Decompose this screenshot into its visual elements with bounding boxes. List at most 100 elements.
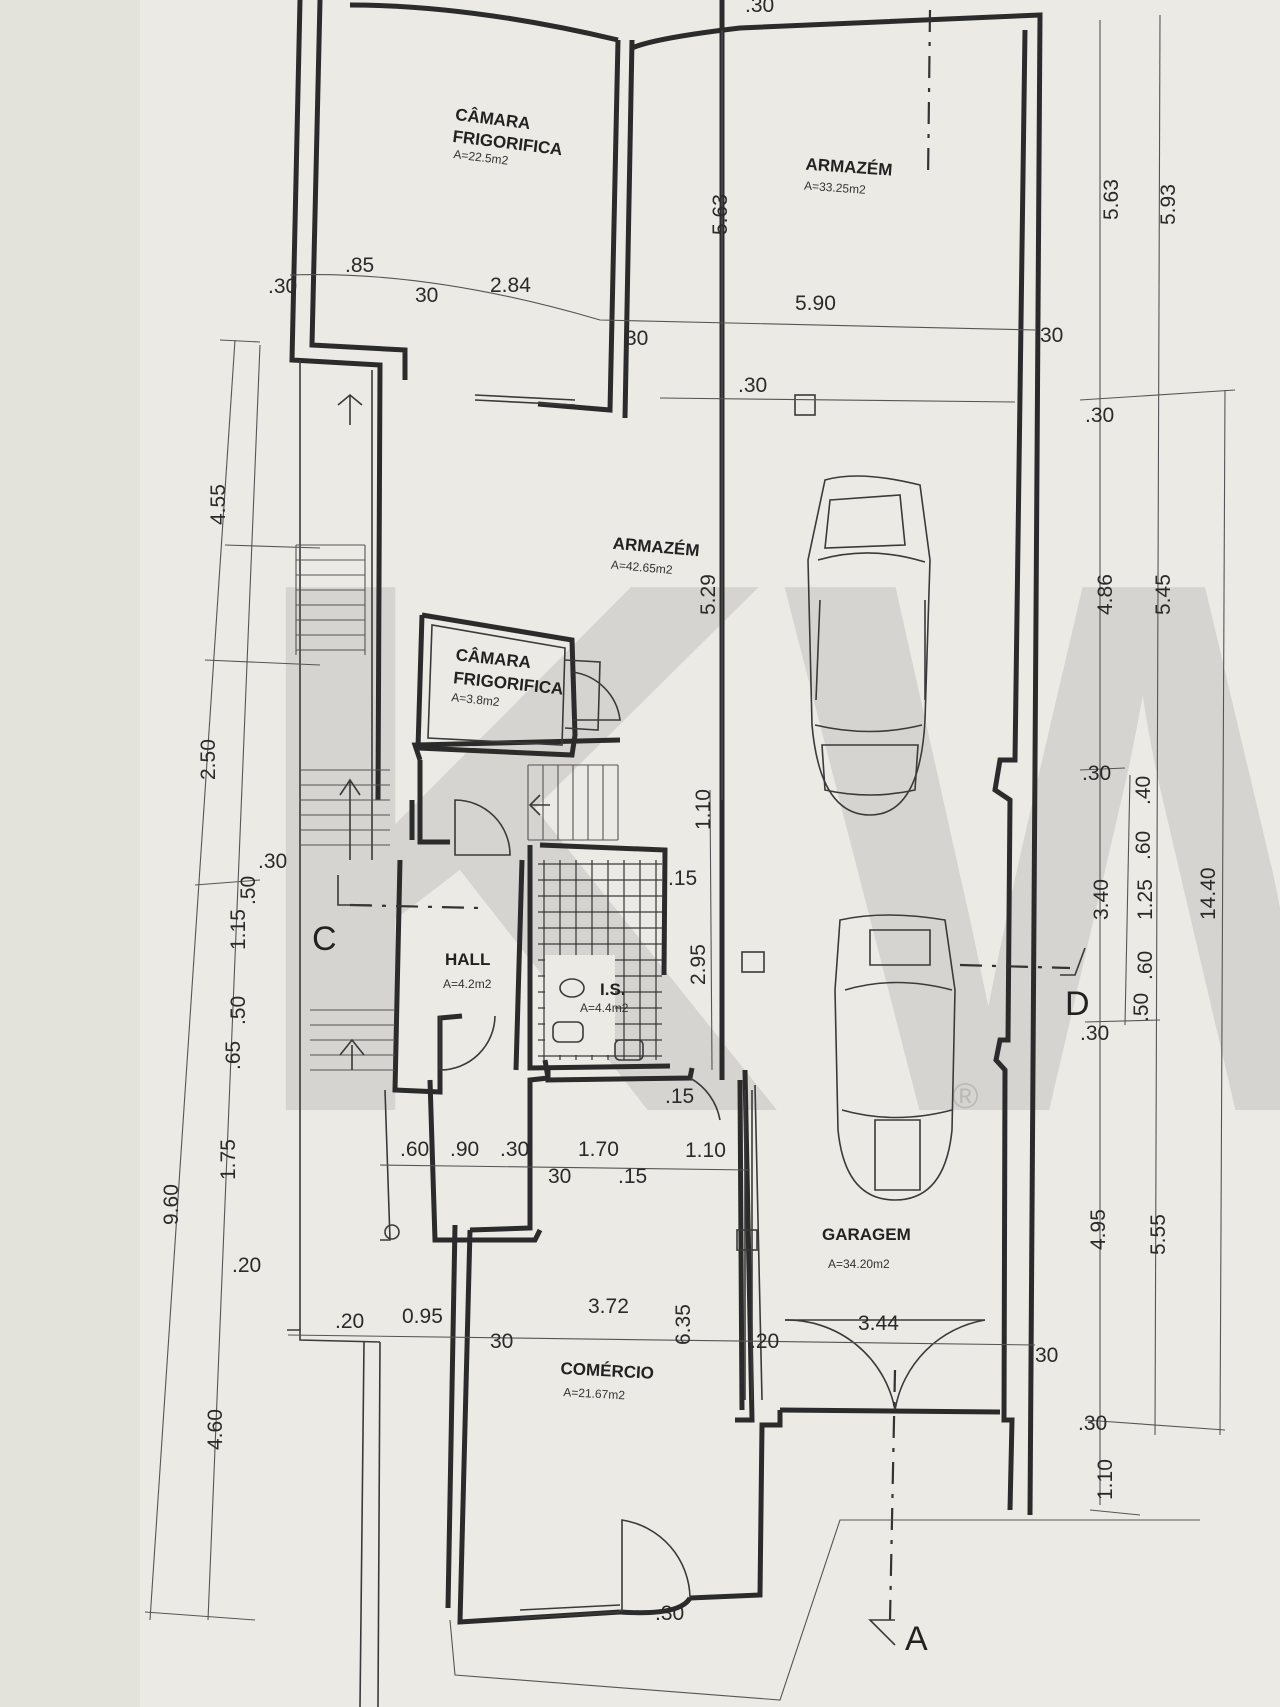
svg-text:I.S.: I.S. [600,980,626,999]
svg-text:30: 30 [1035,1344,1058,1367]
section-mark-d: D [1065,985,1090,1023]
svg-text:3.44: 3.44 [858,1312,899,1335]
svg-text:0.95: 0.95 [402,1305,443,1328]
svg-text:.30: .30 [1085,404,1114,427]
svg-text:.40: .40 [1132,776,1155,805]
svg-text:1.70: 1.70 [578,1138,619,1161]
svg-text:3.72: 3.72 [588,1295,629,1318]
dimension-labels-lower: .20 0.95 3.72 30 .20 3.44 30 .30 [335,1295,1058,1625]
svg-text:30: 30 [548,1165,571,1188]
svg-text:.15: .15 [665,1085,694,1108]
svg-text:.60: .60 [1134,951,1157,980]
svg-text:4.55: 4.55 [207,484,230,525]
svg-text:5.63: 5.63 [709,194,732,235]
svg-text:.30: .30 [745,0,774,17]
svg-text:1.10: 1.10 [1094,1459,1117,1500]
svg-text:4.60: 4.60 [204,1409,227,1450]
stairs-upper-left [295,544,366,655]
svg-text:A=21.67m2: A=21.67m2 [563,1385,626,1402]
svg-text:.30: .30 [500,1138,529,1161]
svg-text:5.29: 5.29 [697,574,720,615]
svg-text:.20: .20 [335,1310,364,1333]
svg-text:.50: .50 [227,996,250,1025]
svg-text:.30: .30 [258,850,287,873]
svg-text:4.95: 4.95 [1087,1209,1110,1250]
dimension-labels-right-vertical: 5.63 4.86 3.40 4.95 1.10 5.93 5.45 .40 .… [1078,179,1220,1500]
svg-text:.30: .30 [1078,1412,1107,1435]
pillar-marker [794,394,816,416]
pillar-marker [736,1229,758,1251]
room-label-comercio: COMÉRCIO A=21.67m2 [560,1359,654,1402]
svg-text:.50: .50 [1130,993,1153,1022]
svg-text:.30: .30 [268,275,297,298]
svg-text:.90: .90 [450,1138,479,1161]
window-marks [474,394,753,1619]
svg-text:1.10: 1.10 [685,1139,726,1162]
pillar-marker [741,951,765,973]
svg-text:.20: .20 [750,1330,779,1353]
svg-text:5.90: 5.90 [795,292,836,315]
svg-text:A=22.5m2: A=22.5m2 [453,147,510,168]
svg-text:5.55: 5.55 [1147,1214,1170,1255]
svg-text:30: 30 [490,1330,513,1353]
wc-fixture-area [545,955,615,1055]
dimension-labels-top: .30 .85 30 2.84 30 5.90 30 .30 .30 [268,0,1063,397]
svg-text:A=34.20m2: A=34.20m2 [828,1257,890,1271]
doors [439,671,986,1612]
svg-text:.60: .60 [400,1138,429,1161]
room-label-garagem: GARAGEM A=34.20m2 [822,1225,911,1271]
svg-text:2.84: 2.84 [490,274,531,297]
svg-text:.15: .15 [618,1165,647,1188]
watermark-logo: KW [235,423,1280,1272]
svg-text:3.40: 3.40 [1090,879,1113,920]
section-mark-c: C [312,920,337,958]
section-mark-a: A [905,1620,928,1658]
room-label-wc: I.S. A=4.4m2 [580,980,629,1015]
svg-text:1.75: 1.75 [217,1139,240,1180]
room-label-armazem-2: ARMAZÉM A=42.65m2 [610,534,700,577]
site-boundary [449,1519,1200,1701]
svg-text:4.86: 4.86 [1094,574,1117,615]
svg-text:.15: .15 [668,867,697,890]
svg-text:6.35: 6.35 [672,1304,695,1345]
svg-text:.85: .85 [345,254,374,277]
svg-text:1.25: 1.25 [1134,879,1157,920]
svg-text:5.93: 5.93 [1157,184,1180,225]
svg-text:A=3.8m2: A=3.8m2 [451,690,501,709]
svg-text:.30: .30 [1080,1022,1109,1045]
svg-text:.50: .50 [237,876,260,905]
svg-text:1.10: 1.10 [692,789,715,830]
dimension-labels-left-vertical: 9.60 4.60 4.55 2.50 .30 .50 1.15 .50 .65… [160,484,287,1450]
fixture-circle [384,1224,400,1240]
svg-text:A=4.4m2: A=4.4m2 [580,1001,629,1015]
svg-text:.20: .20 [232,1254,261,1277]
svg-text:5.63: 5.63 [1100,179,1123,220]
svg-text:5.45: 5.45 [1152,574,1175,615]
svg-text:GARAGEM: GARAGEM [822,1225,911,1244]
svg-text:COMÉRCIO: COMÉRCIO [560,1359,654,1383]
car-top [807,475,931,816]
svg-text:.30: .30 [738,374,767,397]
stair-arrows [337,393,550,1070]
svg-text:A=4.2m2: A=4.2m2 [443,977,492,991]
section-lines [337,9,1086,1646]
dimension-lines [144,14,1236,1621]
svg-text:30: 30 [625,327,648,350]
svg-text:2.50: 2.50 [197,739,220,780]
svg-text:30: 30 [415,284,438,307]
room-label-armazem-1: ARMAZÉM A=33.25m2 [804,155,893,197]
car-bottom [834,914,956,1201]
stairs-to-armazem [527,764,619,841]
svg-text:14.40: 14.40 [1197,867,1220,920]
svg-text:.65: .65 [222,1041,245,1070]
svg-text:A=42.65m2: A=42.65m2 [610,558,673,577]
svg-text:.60: .60 [1132,831,1155,860]
dimension-labels-center-vertical: 5.63 5.29 1.10 2.95 6.35 [672,194,732,1345]
svg-text:.30: .30 [1082,762,1111,785]
stairs-middle-left [300,769,390,846]
svg-text:2.95: 2.95 [687,944,710,985]
paper-shadow [0,0,140,1707]
wc-fixtures [552,978,644,1061]
